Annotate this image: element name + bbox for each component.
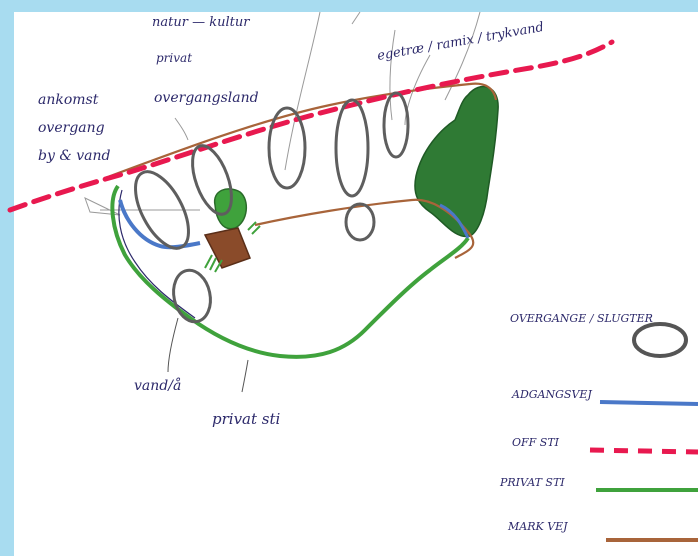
label-ankomst: ankomst [38, 92, 99, 108]
legend-symbol-blue [600, 402, 698, 404]
label-privat-sti: privat sti [212, 410, 281, 428]
paper-sheet [14, 12, 698, 556]
legend-label-off-sti: OFF STI [512, 436, 560, 449]
legend-label-adgangsvej: ADGANGSVEJ [511, 388, 592, 401]
label-overgang: overgang [38, 120, 105, 136]
legend-label-overgange: OVERGANGE / SLUGTER [510, 312, 653, 325]
label-natur-kultur: natur — kultur [152, 15, 250, 30]
label-vand-aa: vand/å [134, 377, 181, 394]
label-overgangsland: overgangsland [154, 90, 259, 106]
legend-label-mark-vej: MARK VEJ [507, 520, 568, 533]
label-privat: privat [156, 51, 192, 65]
label-by-vand: by & vand [38, 148, 111, 164]
legend-label-privat-sti: PRIVAT STI [499, 476, 565, 489]
